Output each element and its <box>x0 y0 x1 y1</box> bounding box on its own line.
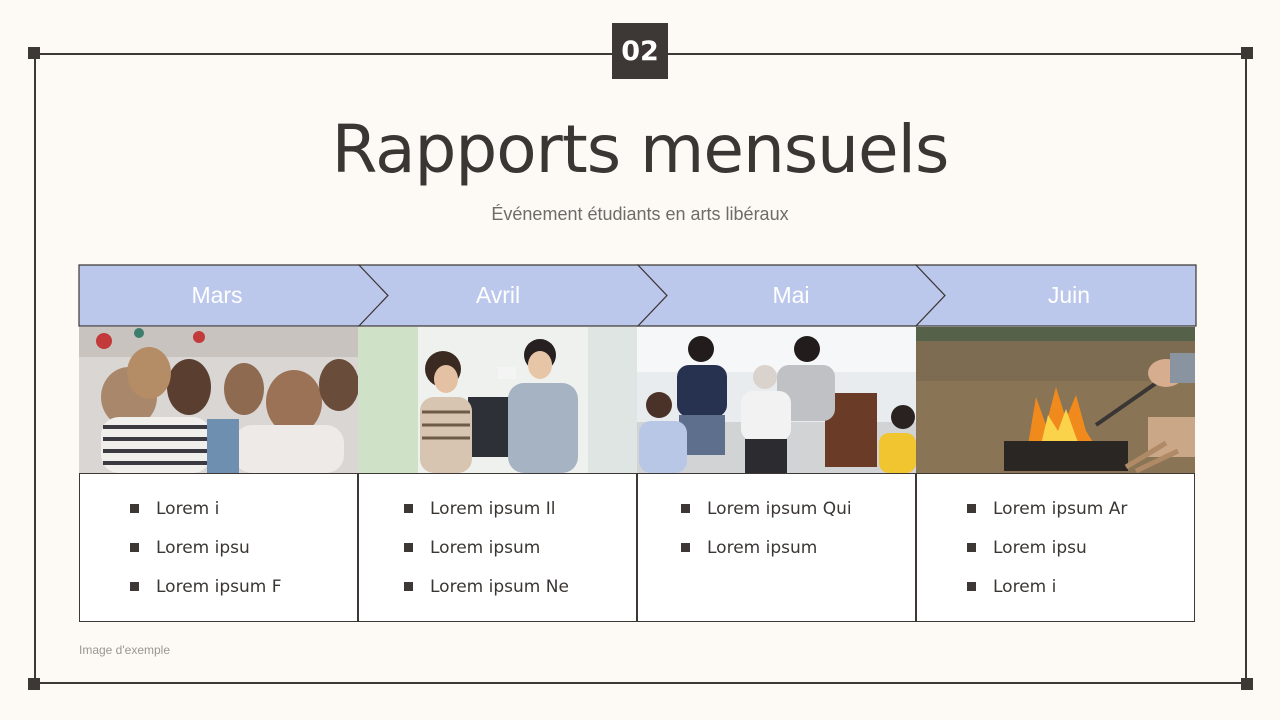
bullet-list: Lorem i Lorem ipsu Lorem ipsum F <box>130 497 282 614</box>
bullet-icon <box>404 582 413 591</box>
list-item: Lorem ipsum Qui <box>681 497 852 536</box>
list-item-text: Lorem ipsum Qui <box>707 499 852 519</box>
list-item: Lorem ipsum Il <box>404 497 569 536</box>
month-details-mai: Lorem ipsum Qui Lorem ipsum <box>637 473 916 622</box>
list-item-text: Lorem ipsum <box>430 538 541 558</box>
list-item-text: Lorem ipsu <box>993 538 1087 558</box>
list-item-text: Lorem ipsum Ne <box>430 577 569 597</box>
list-item-text: Lorem i <box>156 499 220 519</box>
group-meeting-photo <box>637 327 916 473</box>
list-item: Lorem ipsum Ar <box>967 497 1127 536</box>
list-item: Lorem ipsum <box>404 536 569 575</box>
list-item-text: Lorem ipsu <box>156 538 250 558</box>
frame-corner-top-left <box>28 47 40 59</box>
frame-corner-bottom-left <box>28 678 40 690</box>
slide-title: Rapports mensuels <box>331 111 950 188</box>
list-item: Lorem ipsum <box>681 536 852 575</box>
month-details-avril: Lorem ipsum Il Lorem ipsum Lorem ipsum N… <box>358 473 637 622</box>
list-item-text: Lorem ipsum Il <box>430 499 556 519</box>
list-item: Lorem ipsum Ne <box>404 575 569 614</box>
list-item: Lorem i <box>967 575 1127 614</box>
list-item-text: Lorem i <box>993 577 1057 597</box>
bullet-icon <box>130 504 139 513</box>
bullet-icon <box>681 504 690 513</box>
month-label-avril: Avril <box>475 282 521 308</box>
campfire-grill-photo <box>916 327 1195 473</box>
bullet-icon <box>404 543 413 552</box>
bullet-icon <box>681 543 690 552</box>
bullet-list: Lorem ipsum Qui Lorem ipsum <box>681 497 852 575</box>
month-label-juin: Juin <box>1047 282 1091 308</box>
month-label-mars: Mars <box>191 282 243 308</box>
students-crowd-photo <box>79 327 358 473</box>
month-timeline-header <box>78 264 1197 327</box>
office-conversation-photo <box>358 327 637 473</box>
list-item: Lorem ipsum F <box>130 575 282 614</box>
list-item-text: Lorem ipsum F <box>156 577 282 597</box>
bullet-list: Lorem ipsum Il Lorem ipsum Lorem ipsum N… <box>404 497 569 614</box>
bullet-icon <box>130 582 139 591</box>
slide-number-badge: 02 <box>612 23 668 79</box>
frame-corner-top-right <box>1241 47 1253 59</box>
bullet-icon <box>404 504 413 513</box>
list-item: Lorem i <box>130 497 282 536</box>
month-label-mai: Mai <box>772 282 810 308</box>
list-item: Lorem ipsu <box>967 536 1127 575</box>
bullet-list: Lorem ipsum Ar Lorem ipsu Lorem i <box>967 497 1127 614</box>
list-item-text: Lorem ipsum <box>707 538 818 558</box>
month-details-juin: Lorem ipsum Ar Lorem ipsu Lorem i <box>916 473 1195 622</box>
list-item: Lorem ipsu <box>130 536 282 575</box>
bullet-icon <box>967 582 976 591</box>
slide-subtitle: Événement étudiants en arts libéraux <box>491 204 789 224</box>
month-details-mars: Lorem i Lorem ipsu Lorem ipsum F <box>79 473 358 622</box>
list-item-text: Lorem ipsum Ar <box>993 499 1128 519</box>
bullet-icon <box>967 504 976 513</box>
image-caption: Image d'exemple <box>79 643 171 657</box>
bullet-icon <box>967 543 976 552</box>
month-chevron-juin <box>914 264 1197 327</box>
bullet-icon <box>130 543 139 552</box>
frame-corner-bottom-right <box>1241 678 1253 690</box>
